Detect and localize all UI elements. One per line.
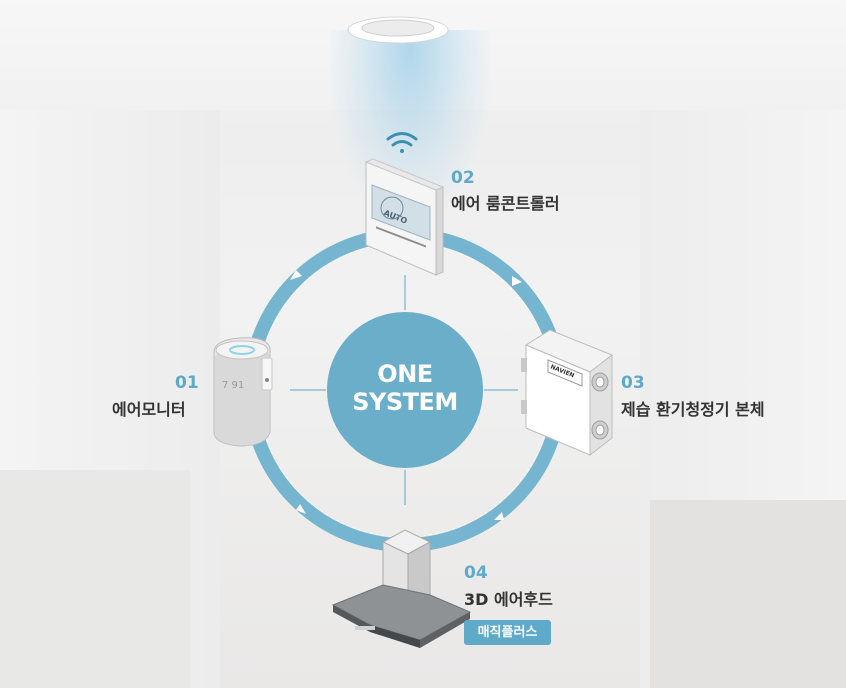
arrow-icon xyxy=(494,512,504,520)
ventilator-icon: NAVIEN xyxy=(521,329,613,457)
arrow-icon xyxy=(512,276,522,286)
center-title-line1: ONE xyxy=(377,360,433,388)
component-number-03: 03 xyxy=(621,373,645,393)
ring-arrows xyxy=(290,270,522,520)
arrow-icon xyxy=(290,270,302,280)
magic-plus-badge: 매직플러스 xyxy=(464,620,551,645)
component-number-02: 02 xyxy=(451,168,475,188)
cabinet-background xyxy=(0,470,190,688)
center-circle xyxy=(327,312,483,468)
component-name-01: 에어모니터 xyxy=(112,400,186,419)
air-hood-icon xyxy=(331,529,472,648)
room-controller-icon: AUTO xyxy=(364,158,445,276)
center-title: ONE SYSTEM xyxy=(330,360,480,416)
component-number-04: 04 xyxy=(464,563,488,583)
ceiling-light-icon xyxy=(347,16,449,44)
wifi-icon xyxy=(386,132,418,153)
table-background xyxy=(650,500,846,688)
component-name-04: 3D 에어후드 xyxy=(464,590,553,609)
connector-lines xyxy=(290,275,518,505)
component-name-02: 에어 룸콘트롤러 xyxy=(451,194,560,213)
component-name-03: 제습 환기청정기 본체 xyxy=(621,400,765,419)
arrow-icon xyxy=(296,504,306,514)
center-title-line2: SYSTEM xyxy=(352,388,458,416)
air-monitor-icon: 7 91 xyxy=(213,337,273,447)
monitor-display-text: 7 91 xyxy=(222,380,244,391)
component-number-01: 01 xyxy=(175,373,199,393)
